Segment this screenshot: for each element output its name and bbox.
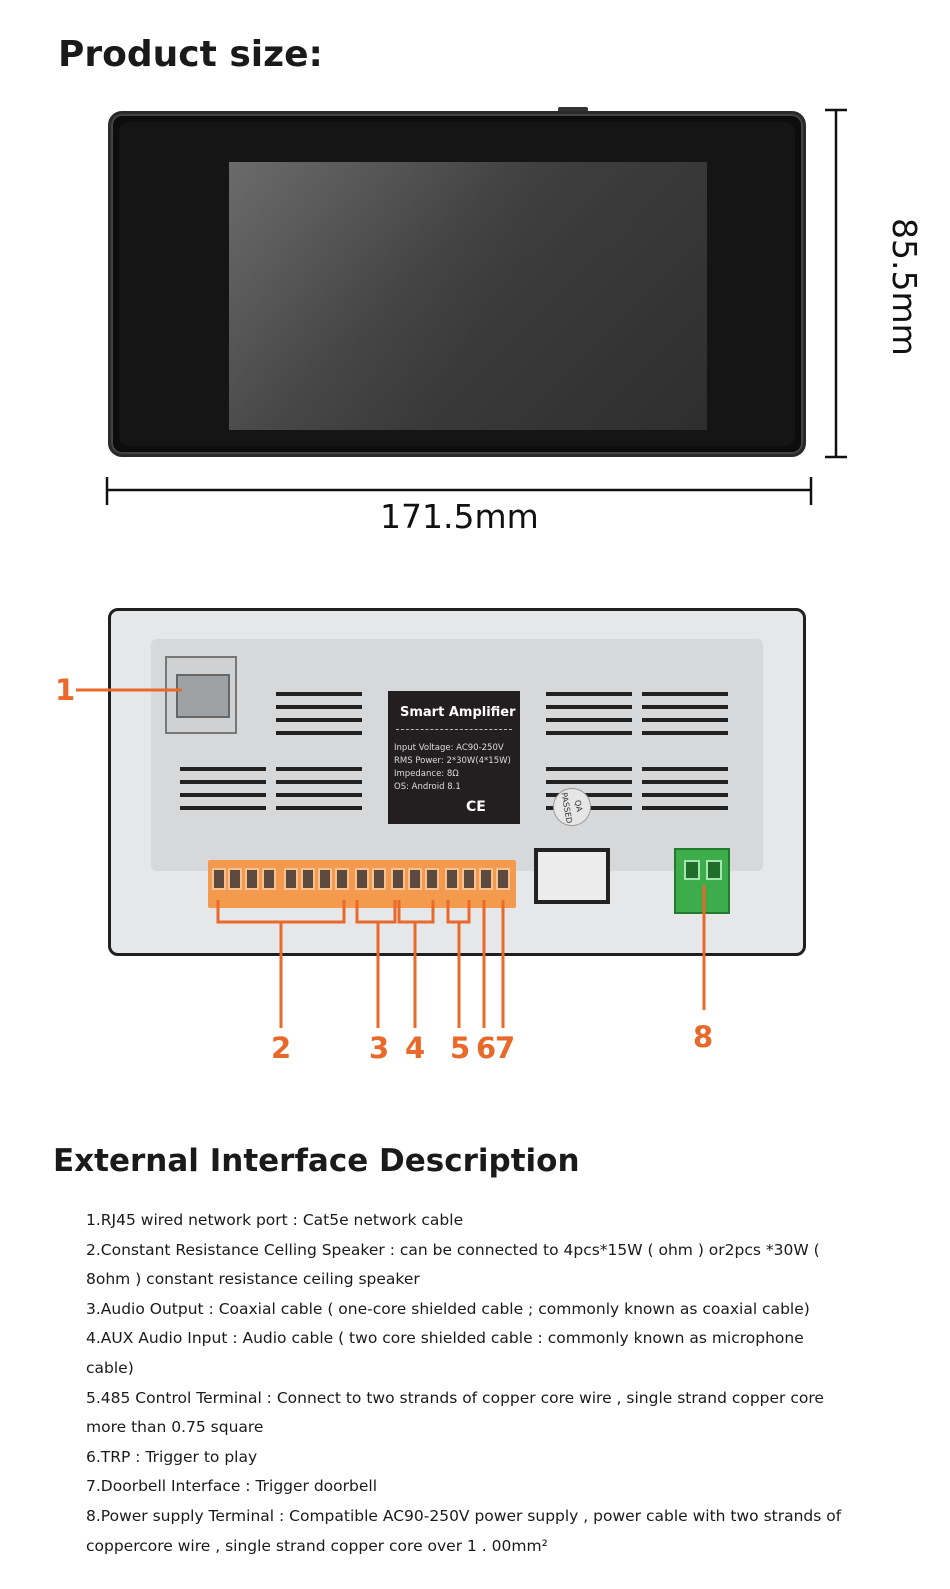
width-dimension: 171.5mm: [380, 497, 539, 536]
product-label: Smart Amplifier Input Voltage: AC90-250V…: [388, 691, 520, 824]
interface-item-5: 5.485 Control Terminal : Connect to two …: [86, 1388, 824, 1437]
callout-1: 1: [55, 673, 76, 707]
terminal-pin: [496, 868, 510, 890]
terminal-pin: [355, 868, 369, 890]
terminal-pin: [372, 868, 386, 890]
height-dimension: 85.5mm: [885, 218, 924, 356]
label-title: Smart Amplifier: [400, 705, 516, 720]
product-size-title: Product size:: [58, 34, 323, 75]
terminal-pin: [408, 868, 422, 890]
terminal-pin: [245, 868, 259, 890]
terminal-pin: [318, 868, 332, 890]
device-screen: [229, 162, 707, 430]
label-divider: [396, 729, 512, 730]
terminal-pin: [391, 868, 405, 890]
interface-item-2: 2.Constant Resistance Celling Speaker : …: [86, 1240, 820, 1289]
label-spec-power: RMS Power: 2*30W(4*15W): [394, 756, 511, 766]
external-interface-title: External Interface Description: [53, 1143, 580, 1179]
label-spec-voltage: Input Voltage: AC90-250V: [394, 743, 504, 753]
callout-3: 3: [369, 1031, 390, 1065]
ce-mark: CE: [466, 799, 486, 815]
callout-5: 5: [450, 1031, 471, 1065]
unused-socket: [534, 848, 610, 904]
terminal-pin: [284, 868, 298, 890]
device-front-view: [108, 111, 806, 457]
terminal-pin: [425, 868, 439, 890]
callout-6: 6: [476, 1031, 497, 1065]
callout-7: 7: [495, 1031, 516, 1065]
device-top-button: [558, 107, 588, 113]
vent-slots: [180, 692, 728, 810]
interface-item-6: 6.TRP : Trigger to play: [86, 1447, 258, 1466]
device-bezel: [119, 122, 795, 446]
terminal-pin: [335, 868, 349, 890]
callout-lines: [76, 688, 706, 1028]
interface-item-8: 8.Power supply Terminal : Compatible AC9…: [86, 1506, 842, 1555]
callout-4: 4: [405, 1031, 426, 1065]
terminal-pin: [479, 868, 493, 890]
callout-8: 8: [693, 1020, 714, 1054]
terminal-pin: [212, 868, 226, 890]
label-spec-os: OS: Android 8.1: [394, 782, 461, 792]
callout-2: 2: [271, 1031, 292, 1065]
terminal-pin: [462, 868, 476, 890]
terminal-pin: [262, 868, 276, 890]
orange-terminal-block: [208, 860, 516, 908]
interface-item-4: 4.AUX Audio Input : Audio cable ( two co…: [86, 1329, 804, 1377]
label-spec-impedance: Impedance: 8Ω: [394, 769, 459, 779]
power-pin: [684, 860, 700, 880]
rj45-port: [165, 656, 237, 734]
terminal-pin: [301, 868, 315, 890]
terminal-pin: [228, 868, 242, 890]
terminal-pin: [445, 868, 459, 890]
power-pin: [706, 860, 722, 880]
interface-description-list: 1.RJ45 wired network port : Cat5e networ…: [86, 1206, 846, 1561]
interface-item-3: 3.Audio Output : Coaxial cable ( one-cor…: [86, 1299, 810, 1318]
interface-item-7: 7.Doorbell Interface : Trigger doorbell: [86, 1477, 377, 1496]
rj45-socket: [176, 674, 230, 718]
power-terminal-block: [674, 848, 730, 914]
interface-item-1: 1.RJ45 wired network port : Cat5e networ…: [86, 1211, 464, 1229]
dimension-lines: [105, 108, 847, 505]
